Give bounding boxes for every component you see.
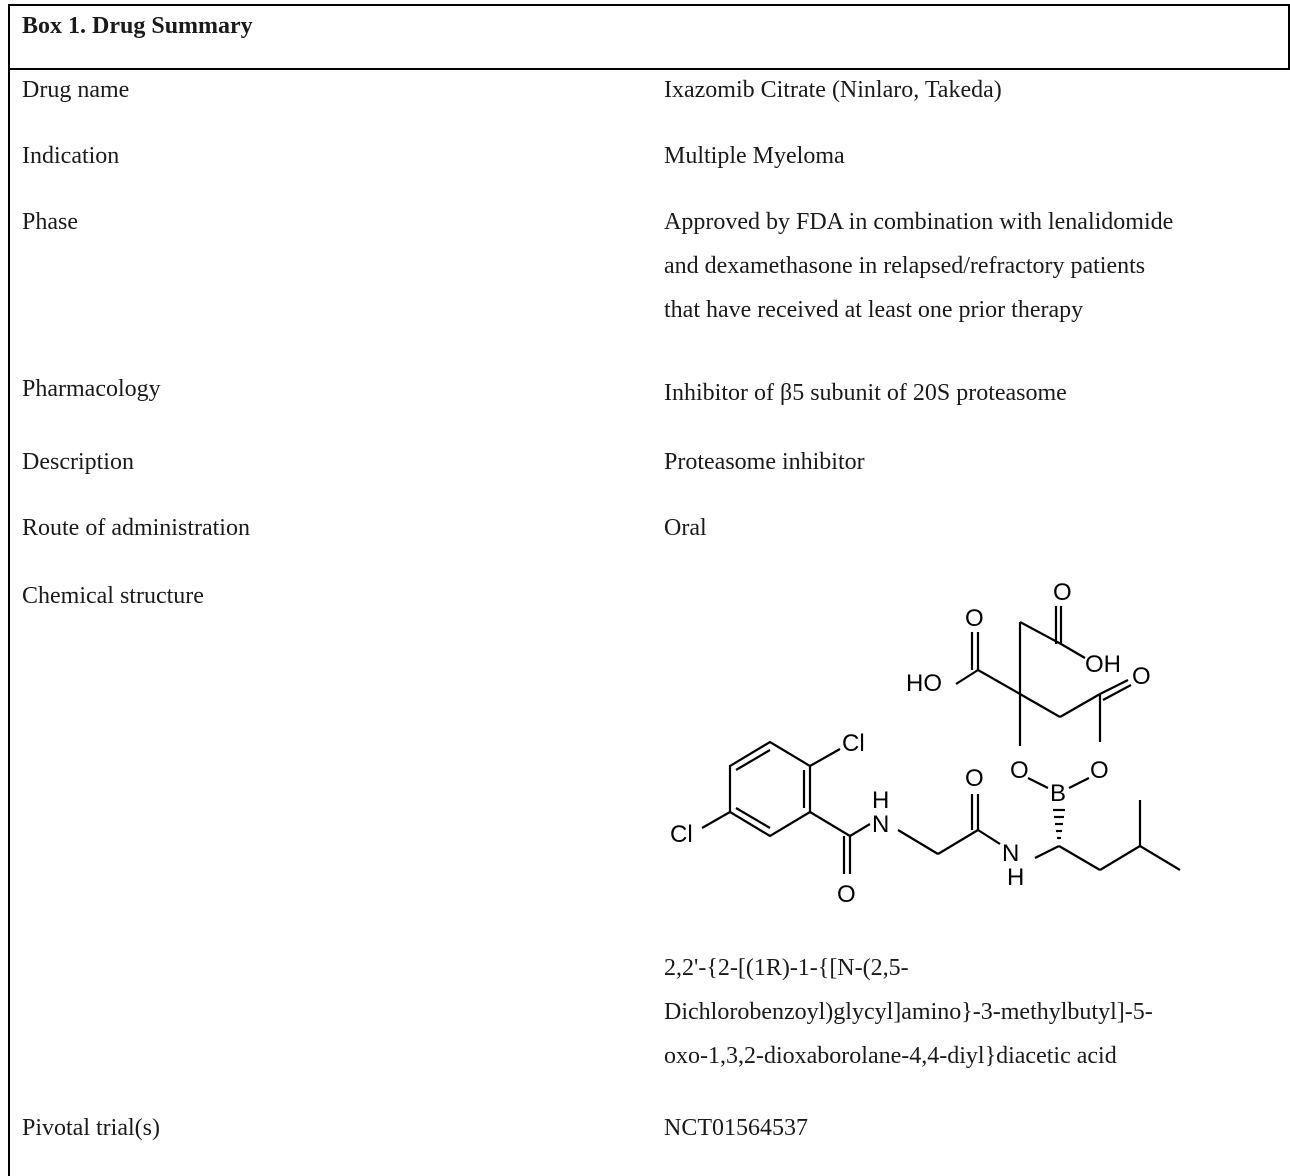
atom-o-left: O (965, 605, 984, 632)
atom-o-glycyl: O (965, 765, 984, 792)
atom-ho: HO (906, 670, 942, 697)
value-route: Oral (664, 515, 707, 541)
atom-b: B (1050, 780, 1066, 807)
atom-o-ring-left: O (1010, 757, 1029, 784)
value-iupac-name: 2,2'-{2-[(1R)-1-{[N-(2,5- Dichlorobenzoy… (664, 955, 1153, 1069)
atom-o-ring-right: O (1090, 757, 1109, 784)
top-border (8, 4, 1290, 6)
label-indication: Indication (22, 143, 120, 169)
right-border (1288, 4, 1290, 70)
value-phase: Approved by FDA in combination with lena… (664, 209, 1174, 323)
label-drug-name: Drug name (22, 77, 130, 103)
value-drug-name: Ixazomib Citrate (Ninlaro, Takeda) (664, 77, 1002, 103)
atom-h-right: H (1007, 864, 1024, 891)
label-pharmacology: Pharmacology (22, 376, 161, 402)
atom-o-ring-carbonyl: O (1132, 663, 1151, 690)
box-title: Box 1. Drug Summary (22, 13, 253, 39)
atom-o-top: O (1053, 579, 1072, 606)
header-divider (8, 68, 1290, 70)
value-pharmacology: Inhibitor of β5 subunit of 20S proteasom… (664, 380, 1067, 406)
value-pivotal-trials: NCT01564537 (664, 1115, 808, 1141)
label-phase: Phase (22, 209, 78, 235)
chemical-structure-image: O OH O HO O O O B (670, 579, 1181, 908)
atom-h-left: H (872, 787, 889, 814)
atom-oh: OH (1085, 651, 1121, 678)
label-route: Route of administration (22, 515, 250, 541)
value-description: Proteasome inhibitor (664, 449, 865, 475)
label-description: Description (22, 449, 134, 475)
label-pivotal-trials: Pivotal trial(s) (22, 1115, 160, 1141)
atom-cl-top: Cl (842, 730, 865, 757)
left-border (8, 4, 10, 1176)
label-chemical-structure: Chemical structure (22, 583, 204, 609)
atom-n-left: N (872, 811, 889, 838)
value-indication: Multiple Myeloma (664, 143, 845, 169)
atom-o-benzoyl: O (837, 881, 856, 908)
atom-n-right: N (1002, 840, 1019, 867)
atom-cl-left: Cl (670, 821, 693, 848)
